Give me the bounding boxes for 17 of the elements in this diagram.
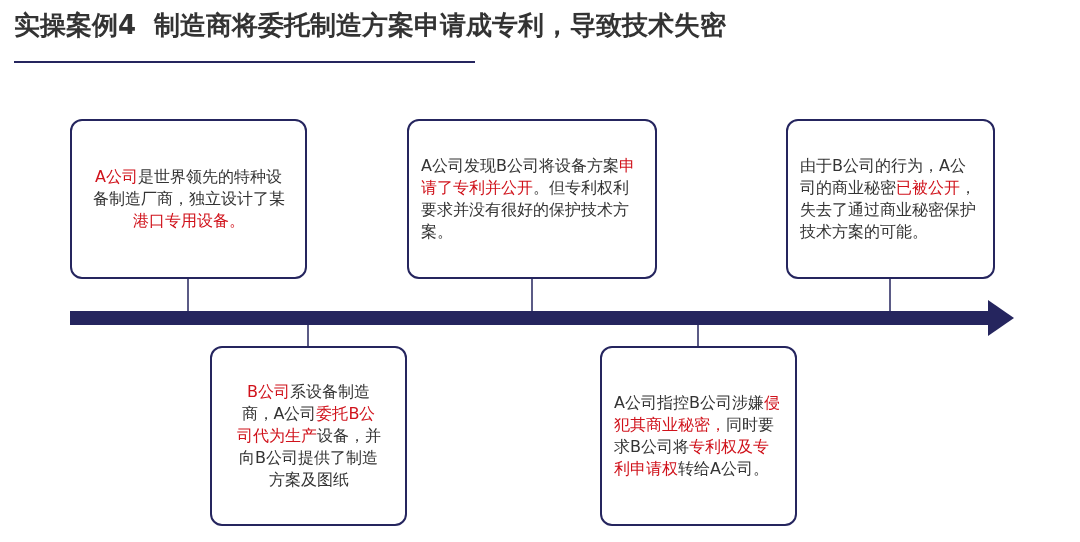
event-text: A公司是世界领先的特种设备制造厂商，独立设计了某港口专用设备。 [92,166,285,232]
connector-line [697,324,699,347]
event-text: A公司指控B公司涉嫌侵犯其商业秘密，同时要求B公司将专利权及专利申请权转给A公司。 [614,392,781,480]
timeline-arrow [70,300,1014,336]
event-box [786,119,995,279]
connector-line [531,278,533,312]
event-text: 由于B公司的行为，A公司的商业秘密已被公开，失去了通过商业秘密保护技术方案的可能。 [800,155,977,243]
event-box [600,346,797,526]
page-title: 实操案例4 制造商将委托制造方案申请成专利，导致技术失密 [14,9,727,42]
event-text: B公司系设备制造商，A公司委托B公司代为生产设备，并向B公司提供了制造方案及图纸 [235,381,382,491]
connector-line [889,278,891,312]
event-box [210,346,407,526]
connector-line [187,278,189,312]
event-text: A公司发现B公司将设备方案申请了专利并公开。但专利权利要求并没有很好的保护技术方案。 [421,155,636,243]
event-box [70,119,307,279]
connector-line [307,324,309,347]
event-box [407,119,657,279]
